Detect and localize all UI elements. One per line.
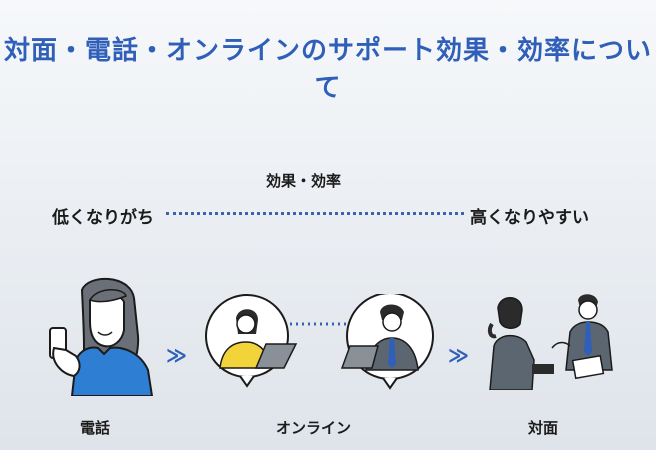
mode-label-phone: 電話 (80, 419, 111, 437)
online-illustration (205, 294, 434, 390)
phone-illustration (49, 277, 154, 396)
face-to-face-illustration (487, 294, 613, 390)
mode-label-online: オンライン (276, 419, 352, 437)
page-title: 対面・電話・オンラインのサポート効果・効率について (3, 36, 652, 103)
scale-dotted-line (166, 212, 464, 215)
arrow-right-icon: ≫ (166, 343, 187, 367)
arrow-right-icon: ≫ (448, 343, 469, 367)
scale-low-label: 低くなりがち (52, 208, 154, 228)
mode-label-face-to-face: 対面 (528, 419, 559, 437)
scale-label: 効果・効率 (266, 172, 342, 190)
scale-high-label: 高くなりやすい (470, 208, 589, 228)
